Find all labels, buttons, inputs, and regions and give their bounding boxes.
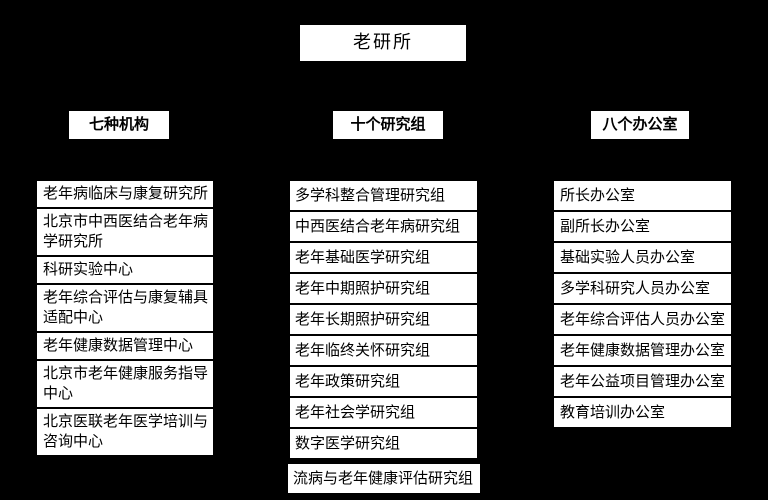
column-header-offices: 八个办公室: [590, 110, 690, 140]
research-group-box: 流病与老年健康评估研究组: [286, 462, 482, 495]
institution-box: 北京市中西医结合老年病学研究所: [35, 207, 215, 257]
institution-box: 老年健康数据管理中心: [35, 331, 215, 361]
institution-box: 老年病临床与康复研究所: [35, 179, 215, 209]
institution-box: 北京市老年健康服务指导中心: [35, 359, 215, 409]
office-box: 基础实验人员办公室: [552, 241, 733, 274]
office-box: 老年公益项目管理办公室: [552, 365, 733, 398]
research-group-box: 中西医结合老年病研究组: [288, 210, 479, 243]
research-group-box: 老年政策研究组: [288, 365, 479, 398]
research-group-box: 老年临终关怀研究组: [288, 334, 479, 367]
office-box: 所长办公室: [552, 179, 733, 212]
research-group-box: 老年长期照护研究组: [288, 303, 479, 336]
institutions-list: 老年病临床与康复研究所 北京市中西医结合老年病学研究所 科研实验中心 老年综合评…: [35, 179, 215, 457]
research-group-box: 多学科整合管理研究组: [288, 179, 479, 212]
office-box: 老年健康数据管理办公室: [552, 334, 733, 367]
column-header-research-groups: 十个研究组: [332, 110, 444, 140]
research-group-box: 老年社会学研究组: [288, 396, 479, 429]
institution-box: 老年综合评估与康复辅具适配中心: [35, 283, 215, 333]
research-group-box: 数字医学研究组: [288, 427, 479, 460]
institution-box: 北京医联老年医学培训与咨询中心: [35, 407, 215, 457]
office-box: 教育培训办公室: [552, 396, 733, 429]
office-box: 老年综合评估人员办公室: [552, 303, 733, 336]
research-group-box: 老年基础医学研究组: [288, 241, 479, 274]
office-box: 副所长办公室: [552, 210, 733, 243]
research-groups-list: 多学科整合管理研究组 中西医结合老年病研究组 老年基础医学研究组 老年中期照护研…: [286, 179, 482, 495]
research-group-box: 老年中期照护研究组: [288, 272, 479, 305]
institution-box: 科研实验中心: [35, 255, 215, 285]
root-node-title: 老研所: [299, 24, 467, 62]
column-header-institutions: 七种机构: [68, 110, 170, 140]
offices-list: 所长办公室 副所长办公室 基础实验人员办公室 多学科研究人员办公室 老年综合评估…: [552, 179, 733, 429]
office-box: 多学科研究人员办公室: [552, 272, 733, 305]
